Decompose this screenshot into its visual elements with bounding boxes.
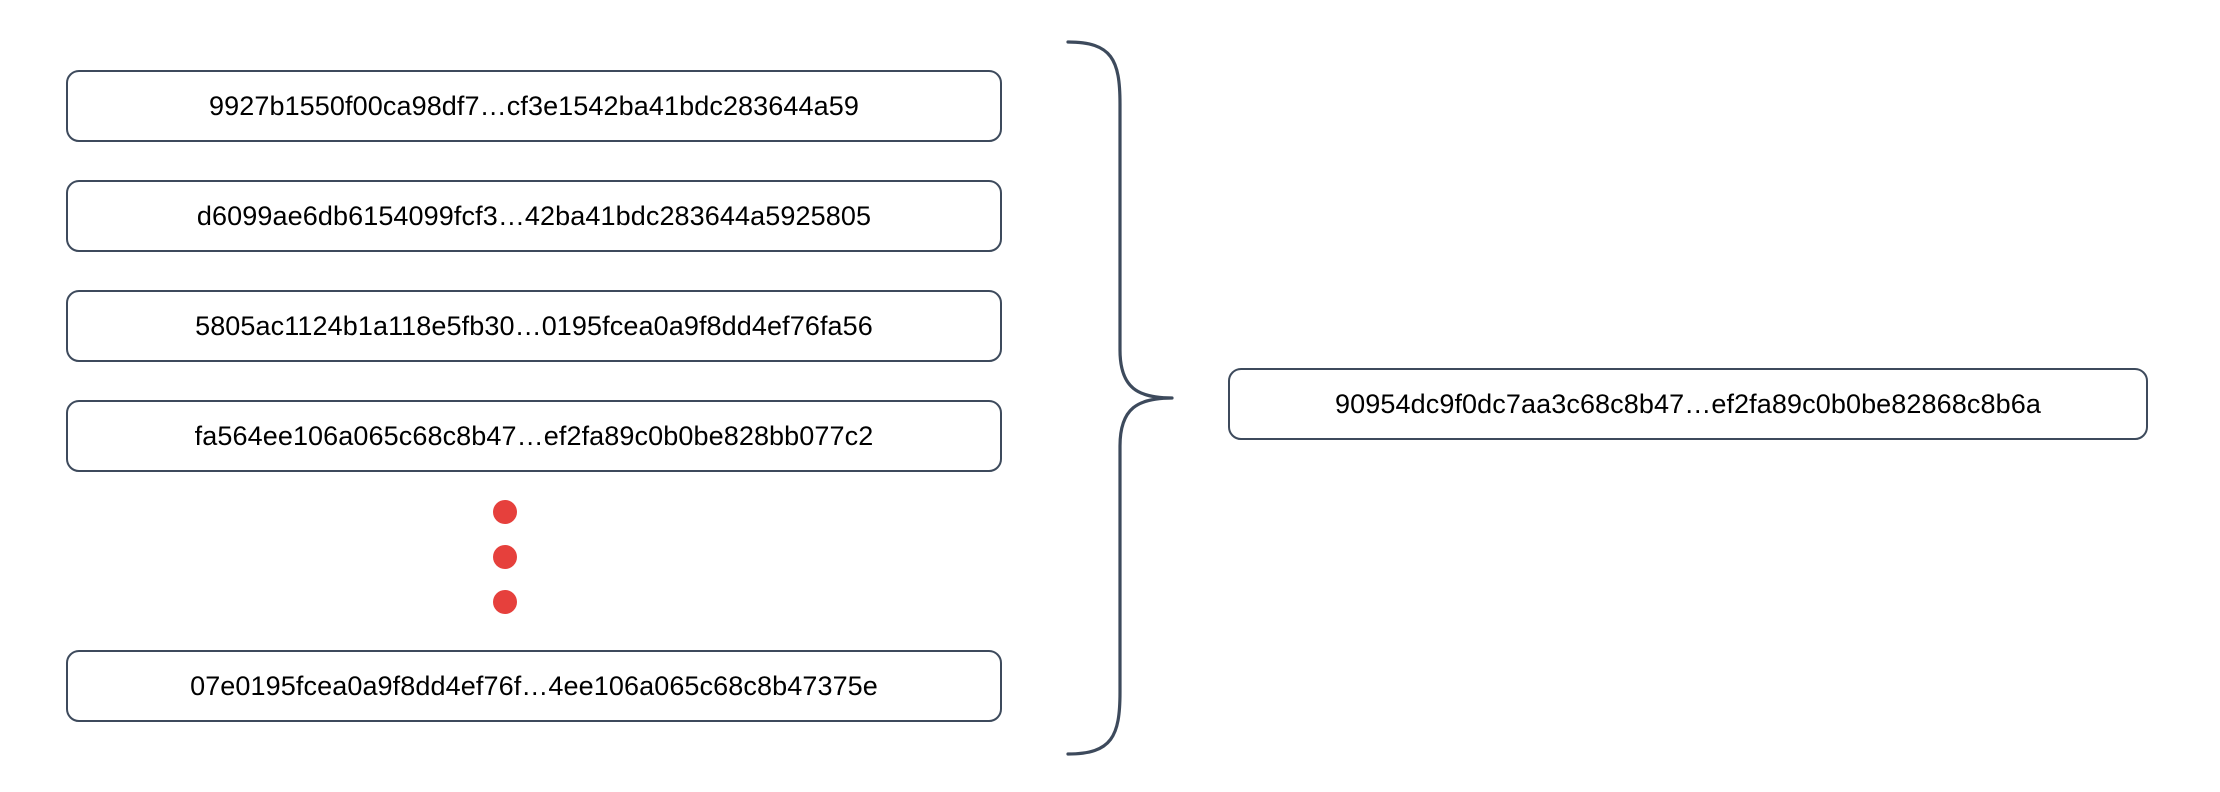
ellipsis-dot-1	[493, 500, 517, 524]
input-hash-label-2: d6099ae6db6154099fcf3…42ba41bdc283644a59…	[196, 200, 872, 231]
ellipsis-dot-3	[493, 590, 517, 614]
input-hash-label-3: 5805ac1124b1a118e5fb30…0195fcea0a9f8dd4e…	[195, 310, 873, 341]
output-hash-label: 90954dc9f0dc7aa3c68c8b47…ef2fa89c0b0be82…	[1335, 388, 2041, 419]
vertical-ellipsis-icon	[493, 500, 523, 622]
input-hash-box-5[interactable]: 07e0195fcea0a9f8dd4ef76f…4ee106a065c68c8…	[66, 650, 1002, 722]
ellipsis-dot-2	[493, 545, 517, 569]
input-hash-label-5: 07e0195fcea0a9f8dd4ef76f…4ee106a065c68c8…	[190, 670, 878, 701]
input-hash-label-4: fa564ee106a065c68c8b47…ef2fa89c0b0be828b…	[194, 420, 874, 451]
input-hash-label-1: 9927b1550f00ca98df7…cf3e1542ba41bdc28364…	[208, 90, 859, 121]
input-hash-box-2[interactable]: d6099ae6db6154099fcf3…42ba41bdc283644a59…	[66, 180, 1002, 252]
right-curly-brace-icon	[1066, 40, 1174, 756]
input-hash-box-3[interactable]: 5805ac1124b1a118e5fb30…0195fcea0a9f8dd4e…	[66, 290, 1002, 362]
output-hash-box[interactable]: 90954dc9f0dc7aa3c68c8b47…ef2fa89c0b0be82…	[1228, 368, 2148, 440]
input-hash-box-1[interactable]: 9927b1550f00ca98df7…cf3e1542ba41bdc28364…	[66, 70, 1002, 142]
input-hash-box-4[interactable]: fa564ee106a065c68c8b47…ef2fa89c0b0be828b…	[66, 400, 1002, 472]
